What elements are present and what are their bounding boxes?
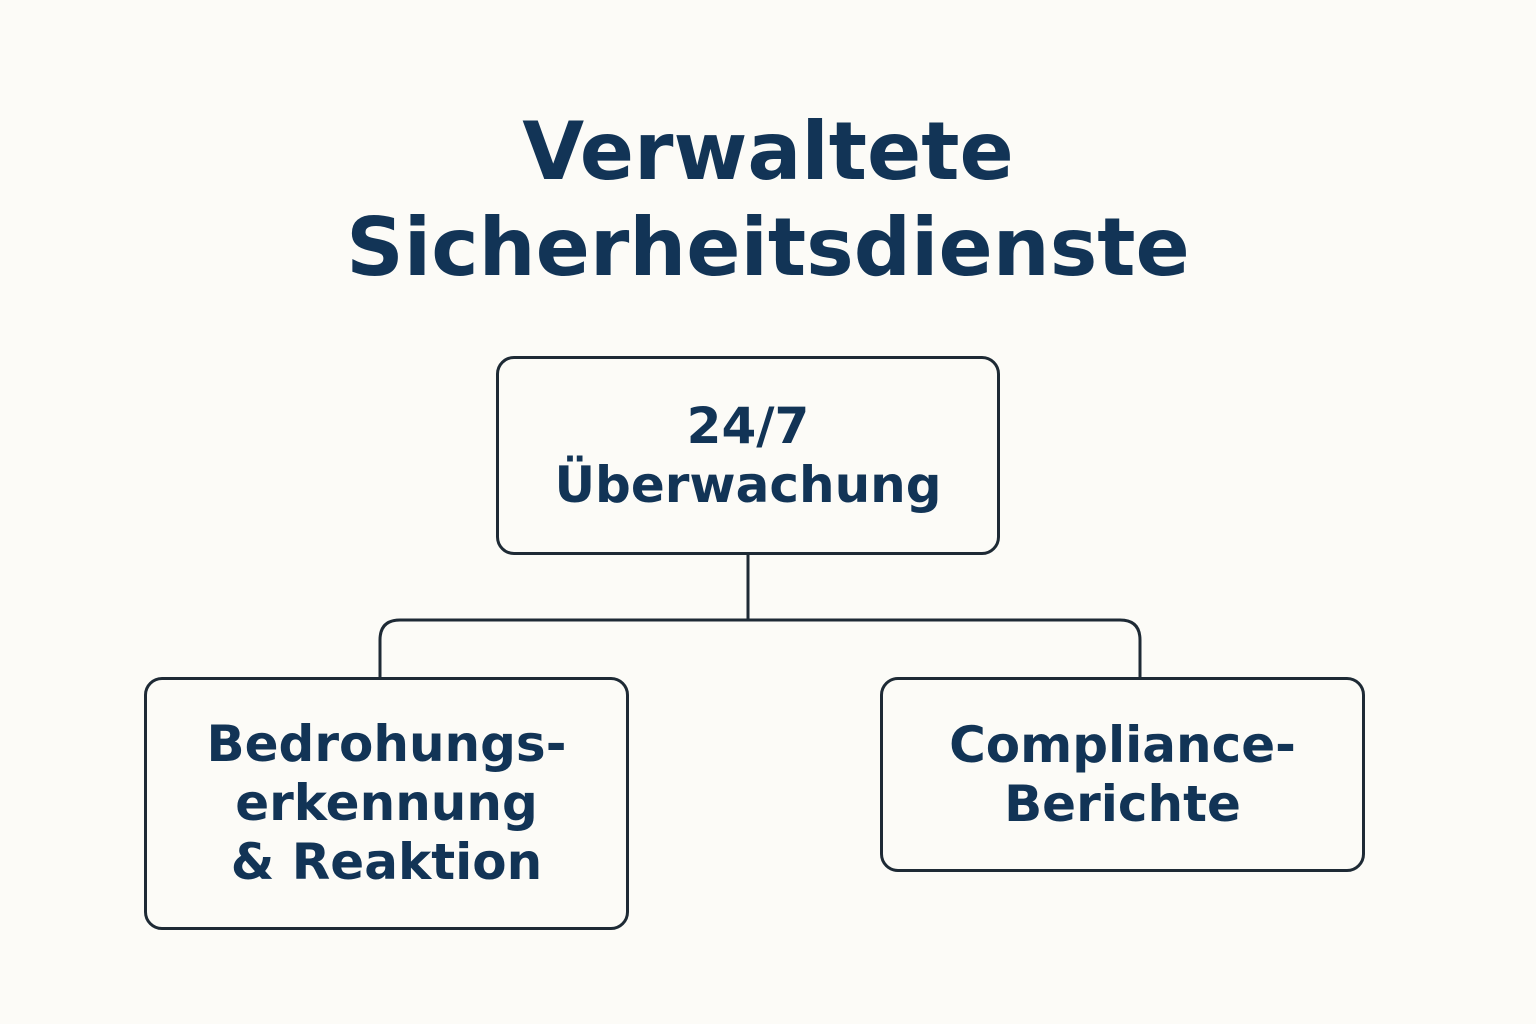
diagram-title: Verwaltete Sicherheitsdienste <box>0 104 1536 296</box>
node-24-7-monitoring: 24/7 Überwachung <box>496 356 1000 555</box>
node-label-line: Berichte <box>1004 774 1241 833</box>
node-compliance-reports: Compliance- Berichte <box>880 677 1365 872</box>
node-label-line: erkennung <box>235 774 538 832</box>
edge-top-to-right <box>748 618 1142 677</box>
node-label-line: & Reaktion <box>230 833 543 891</box>
node-threat-detection-response: Bedrohungs- erkennung & Reaktion <box>144 677 629 930</box>
title-line-1: Verwaltete <box>522 105 1014 198</box>
title-line-2: Sicherheitsdienste <box>346 201 1190 294</box>
node-label-line: 24/7 <box>686 396 810 455</box>
edge-top-to-left <box>378 555 750 677</box>
node-label-line: Compliance- <box>949 715 1296 774</box>
node-label-line: Überwachung <box>554 455 942 514</box>
node-label-line: Bedrohungs- <box>206 715 567 773</box>
